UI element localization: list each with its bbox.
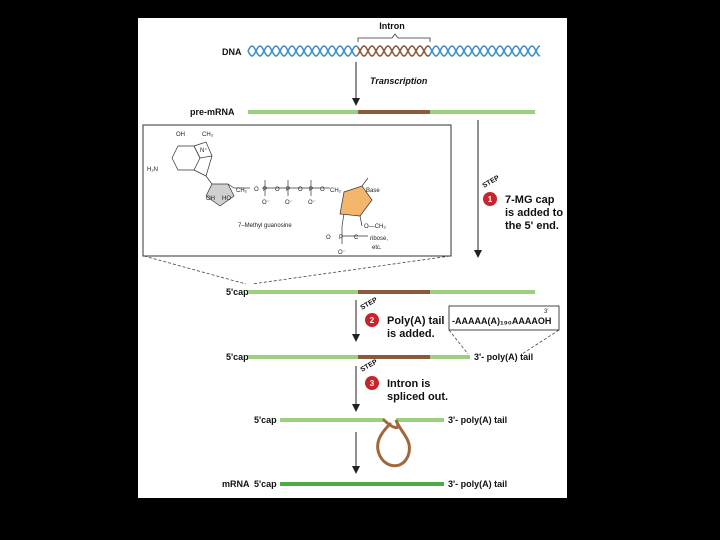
cap-label-4: 5'cap bbox=[254, 479, 277, 489]
chem-base: Base bbox=[366, 188, 380, 194]
methyl-guanosine-label: 7–Methyl guanosine bbox=[238, 223, 292, 229]
zoom-line-right bbox=[251, 255, 451, 285]
chem-p-bottom: P bbox=[339, 235, 343, 241]
dna-strand-1-intron bbox=[357, 45, 431, 57]
poly-a-zoom-right bbox=[521, 329, 560, 355]
zoom-line-left bbox=[143, 255, 247, 285]
chem-etc: etc. bbox=[372, 245, 382, 251]
step1-badge bbox=[483, 192, 497, 206]
tail-label-3: 3'- poly(A) tail bbox=[448, 479, 507, 489]
step1-number: 1 bbox=[488, 195, 493, 204]
dna-strand-2-exon-1 bbox=[247, 45, 359, 57]
step3-line2: spliced out. bbox=[387, 391, 448, 403]
pre-mrna-intron bbox=[358, 110, 430, 114]
poly-a-box bbox=[448, 305, 560, 331]
step2-line2: is added. bbox=[387, 328, 435, 340]
chem-oh: OH bbox=[176, 132, 185, 138]
step1-line3: the 5' end. bbox=[505, 220, 559, 232]
dna-label: DNA bbox=[222, 47, 242, 57]
cap-structure-box bbox=[142, 124, 452, 257]
tail-label-2: 3'- poly(A) tail bbox=[448, 415, 507, 425]
tailed-exon-1 bbox=[248, 355, 358, 359]
chem-p2: P bbox=[286, 187, 290, 193]
step2-line1: Poly(A) tail bbox=[387, 315, 444, 327]
mrna-label: mRNA bbox=[222, 479, 250, 489]
chem-ch2-right: CH₂ bbox=[330, 188, 342, 194]
chem-o-ch3: O—CH₃ bbox=[364, 224, 386, 230]
poly-a-zoom-left bbox=[448, 329, 469, 355]
chem-ho-ring: HO bbox=[222, 196, 231, 202]
capped-exon-1 bbox=[248, 290, 358, 294]
poly-a-sequence: -AAAAA(A)₁₉₀AAAAOH bbox=[452, 316, 551, 326]
tailed-intron bbox=[358, 355, 430, 359]
tailed-exon-2 bbox=[430, 355, 470, 359]
cap-label-2: 5'cap bbox=[226, 352, 249, 362]
spliced-exon-right bbox=[396, 418, 444, 422]
mature-mrna bbox=[280, 482, 444, 486]
cap-label-1: 5'cap bbox=[226, 287, 249, 297]
step3-number: 3 bbox=[370, 379, 375, 388]
step3-line1: Intron is bbox=[387, 378, 430, 390]
chem-o-minus-2: O⁻ bbox=[285, 200, 293, 206]
chem-oh-ring: OH bbox=[206, 196, 215, 202]
step2-number: 2 bbox=[370, 316, 375, 325]
methyl-guanosine-structure bbox=[171, 141, 373, 244]
chem-n-plus: N⁺ bbox=[200, 147, 208, 154]
chem-o-minus-1: O⁻ bbox=[262, 200, 270, 206]
pre-mrna-exon-2 bbox=[430, 110, 535, 114]
pre-mrna-label: pre-mRNA bbox=[190, 107, 235, 117]
dna-double-helix bbox=[247, 45, 541, 57]
step2-arrowhead bbox=[352, 334, 360, 342]
spliced-exon-left bbox=[280, 418, 384, 422]
chem-p1: P bbox=[263, 187, 267, 193]
chem-o2: O bbox=[275, 187, 280, 193]
step3-badge bbox=[365, 376, 379, 390]
dna-strand-2-exon-2 bbox=[429, 45, 541, 57]
figure-panel bbox=[138, 18, 567, 498]
chem-p3: P bbox=[309, 187, 313, 193]
chem-o-minus-bottom: O⁻ bbox=[338, 250, 346, 256]
intron-label: Intron bbox=[379, 21, 405, 31]
intron-bracket bbox=[357, 33, 431, 42]
chem-h2n: H₂N bbox=[147, 167, 158, 173]
chem-ribose: ribose, bbox=[370, 236, 388, 242]
chem-c-bottom: C bbox=[354, 235, 359, 241]
chem-ch3-top: CH₃ bbox=[202, 132, 214, 138]
step-1: STEP 1 7-MG cap is added to the 5' end. bbox=[482, 174, 564, 232]
poly-a-three-prime: 3' bbox=[544, 309, 548, 315]
transcription-arrowhead bbox=[352, 98, 360, 106]
step1-line2: is added to bbox=[505, 207, 563, 219]
step3-arrowhead bbox=[352, 404, 360, 412]
chem-o-bottom: O bbox=[326, 235, 331, 241]
excised-intron-loop bbox=[376, 418, 411, 468]
chem-o-minus-3: O⁻ bbox=[308, 200, 316, 206]
step2-badge bbox=[365, 313, 379, 327]
transcription-label: Transcription bbox=[370, 76, 428, 86]
pre-mrna-exon-1 bbox=[248, 110, 358, 114]
chem-o1: O bbox=[254, 187, 259, 193]
tail-label-1: 3'- poly(A) tail bbox=[474, 352, 533, 362]
chem-o3: O bbox=[298, 187, 303, 193]
chem-ch2-left: CH₂ bbox=[236, 188, 248, 194]
capped-exon-2 bbox=[430, 290, 535, 294]
chem-o4: O bbox=[320, 187, 325, 193]
step1-line1: 7-MG cap bbox=[505, 194, 555, 206]
final-arrowhead bbox=[352, 466, 360, 474]
capped-intron bbox=[358, 290, 430, 294]
cap-label-3: 5'cap bbox=[254, 415, 277, 425]
step1-arrowhead bbox=[474, 250, 482, 258]
dna-strand-2-intron bbox=[357, 45, 431, 57]
dna-strand-1-exon-1 bbox=[247, 45, 359, 57]
